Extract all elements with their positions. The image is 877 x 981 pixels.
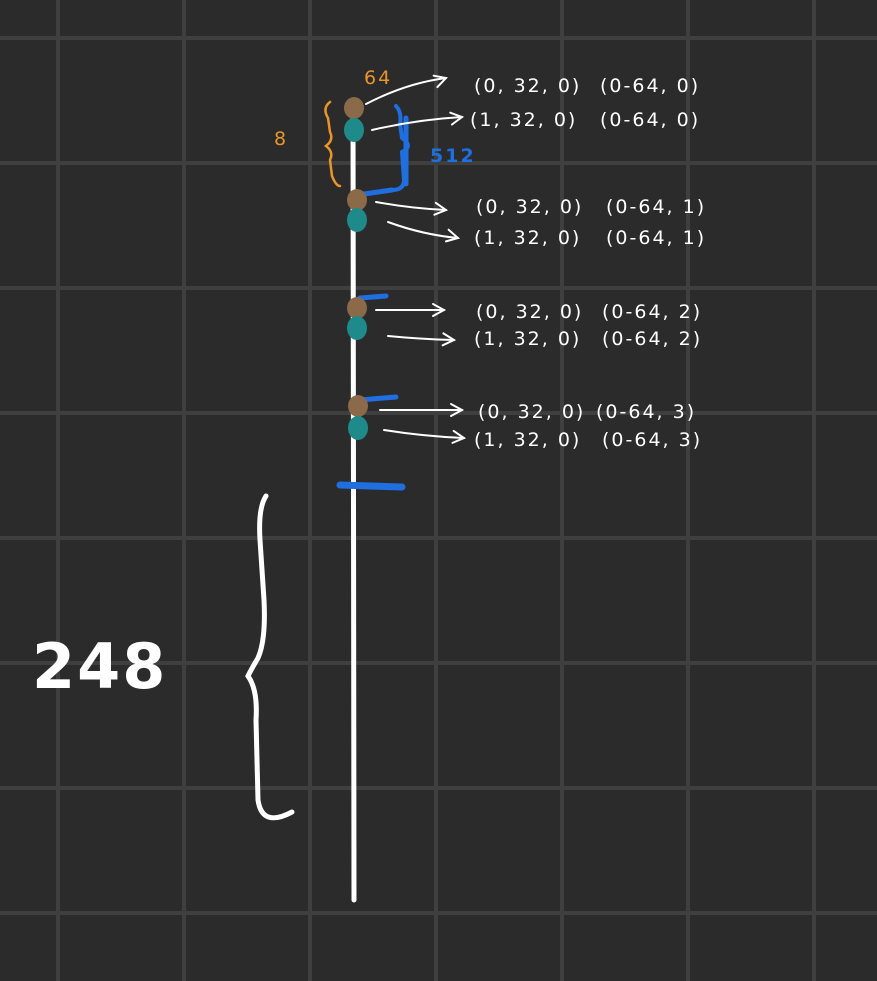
row-coord-2: (0, 32, 0) (476, 196, 583, 218)
dot-teal-3 (348, 416, 368, 440)
dot-group (344, 97, 368, 440)
label-64: 64 (364, 67, 392, 89)
row-range-0: (0-64, 0) (600, 75, 700, 97)
row-range-6: (0-64, 3) (596, 401, 696, 423)
arrow-head-0 (432, 74, 448, 89)
arrow-head-4 (432, 303, 447, 317)
dot-brown-0 (344, 97, 364, 119)
arrow-2 (375, 201, 447, 211)
row-range-2: (0-64, 1) (606, 196, 706, 218)
dot-teal-0 (344, 118, 364, 142)
label-8: 8 (274, 128, 288, 150)
row-coord-4: (0, 32, 0) (476, 301, 583, 323)
white-brace-248 (245, 493, 295, 821)
row-coord-5: (1, 32, 0) (474, 328, 581, 350)
dot-teal-2 (347, 316, 367, 340)
dot-brown-1 (347, 189, 367, 211)
arrow-3 (387, 221, 459, 239)
row-range-1: (0-64, 0) (600, 109, 700, 131)
arrow-5 (387, 335, 455, 341)
orange-brace-8 (323, 100, 342, 188)
dot-brown-2 (347, 297, 367, 319)
row-coord-6: (0, 32, 0) (478, 401, 585, 423)
arrow-head-6 (450, 403, 465, 417)
arrow-head-2 (433, 201, 449, 216)
row-range-3: (0-64, 1) (606, 227, 706, 249)
arrow-head-3 (444, 228, 461, 243)
label-512: 512 (430, 145, 476, 167)
row-coord-1: (1, 32, 0) (470, 109, 577, 131)
arrow-0 (365, 77, 447, 105)
dot-brown-3 (348, 395, 368, 417)
arrow-head-5 (441, 332, 457, 347)
blue-tick-4 (336, 481, 406, 491)
main-vertical-line (350, 97, 357, 903)
row-range-7: (0-64, 3) (602, 429, 702, 451)
arrow-group (365, 74, 467, 444)
blue-tick-1 (361, 187, 395, 197)
row-coord-7: (1, 32, 0) (474, 429, 581, 451)
row-range-4: (0-64, 2) (602, 301, 702, 323)
dot-teal-1 (347, 208, 367, 232)
row-label-group: (0, 32, 0) (0-64, 0) (1, 32, 0) (0-64, 0) (0… (470, 75, 706, 451)
arrow-head-1 (449, 111, 465, 126)
row-coord-0: (0, 32, 0) (474, 75, 581, 97)
arrow-1 (371, 116, 463, 131)
row-coord-3: (1, 32, 0) (474, 227, 581, 249)
label-248: 248 (32, 630, 167, 703)
blue-tick-2 (357, 293, 389, 301)
arrow-head-7 (451, 429, 467, 444)
arrow-7 (383, 429, 465, 439)
row-range-5: (0-64, 2) (602, 328, 702, 350)
